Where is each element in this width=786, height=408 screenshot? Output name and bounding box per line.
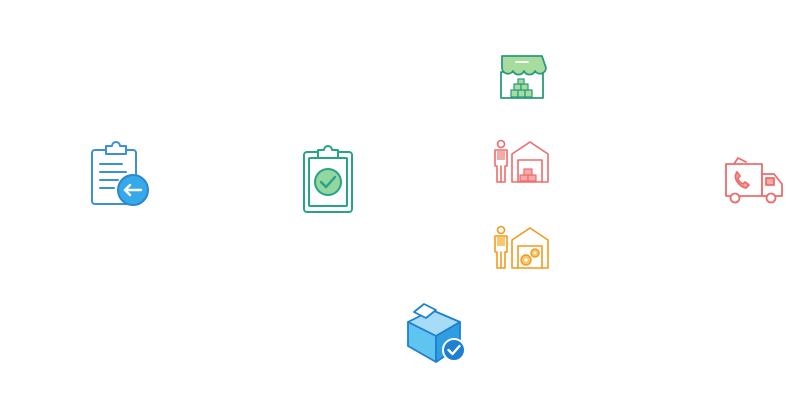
warehouse-worker-red-icon — [492, 138, 552, 186]
storefront-icon — [496, 54, 548, 100]
warehouse-worker-gear-icon — [492, 224, 552, 272]
clipboard-check-icon — [300, 142, 356, 214]
clipboard-return-icon — [86, 140, 154, 212]
delivery-truck-icon — [722, 154, 786, 206]
box-check-icon — [404, 300, 470, 364]
